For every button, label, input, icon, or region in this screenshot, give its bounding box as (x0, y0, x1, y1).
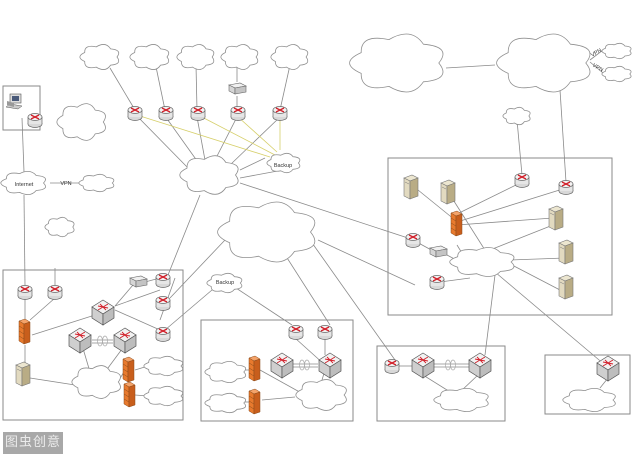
datacenter-box (387, 157, 613, 316)
router-top-1-icon (127, 105, 143, 122)
branch-2-box (200, 319, 354, 422)
switch-b2-b-icon (318, 352, 342, 379)
firewall-b2-b-icon (248, 388, 261, 415)
cloud-big-cloud-right (496, 33, 591, 93)
vpn-small-label-2: VPN (591, 63, 604, 74)
switch-b3-a-icon (411, 352, 435, 379)
cloud-backup-top (266, 152, 301, 174)
cloud-top-4 (220, 44, 259, 70)
cloud-top-2 (129, 44, 170, 70)
cloud-branch-2-c (295, 379, 347, 411)
router-dc-2-icon (558, 179, 574, 196)
switch-b3-b-icon (468, 352, 492, 379)
cloud-branch-2-b (204, 392, 247, 414)
links (21, 49, 609, 403)
backup-links (139, 115, 281, 158)
router-top-4-icon (230, 105, 246, 122)
cloud-internet (0, 171, 46, 195)
cloud-backup-mid (206, 272, 243, 294)
cloud-branch-2-a (204, 360, 247, 384)
switch-b4-icon (596, 355, 620, 382)
server-dc-5-icon (558, 274, 574, 300)
firewall-b1-b-icon (123, 381, 136, 408)
cloud-left-mid (56, 103, 106, 141)
cloud-small-left-upper (44, 216, 75, 238)
cloud-branch-3 (433, 388, 489, 412)
switch-b1-b-icon (113, 327, 137, 354)
server-b1-icon (15, 361, 31, 387)
cloud-small-right (502, 106, 531, 126)
vpn-small-label-1: VPN (590, 48, 603, 59)
router-dc-4-icon (429, 274, 445, 291)
router-top-5-icon (272, 105, 288, 122)
firewall-b1-a-icon (122, 356, 135, 383)
router-dc-3-icon (405, 232, 421, 249)
router-b2-2-icon (317, 324, 333, 341)
cloud-branch-4 (562, 388, 616, 412)
switch-b2-a-icon (270, 352, 294, 379)
cloud-core-center (217, 201, 316, 263)
router-b1-1-icon (17, 284, 33, 301)
cloud-remote-a (601, 42, 632, 60)
switch-b1-a-icon (68, 327, 92, 354)
workstation-box (2, 85, 41, 131)
server-dc-1-icon (403, 174, 419, 200)
router-b1-4-icon (155, 295, 171, 312)
router-b1-5-icon (155, 326, 171, 343)
router-workstation-icon (27, 112, 43, 129)
watermark: 图虫创意 (3, 432, 63, 454)
firewall-b2-a-icon (248, 355, 261, 382)
internet-label: Internet (15, 182, 34, 188)
server-dc-4-icon (558, 239, 574, 265)
hub-dc-icon (429, 245, 448, 258)
cloud-core-top (179, 155, 239, 195)
cloud-top-5 (270, 44, 309, 70)
switch-b1-core-icon (91, 299, 115, 326)
backup-label-top: Backup (274, 163, 292, 169)
hub-b1-icon (129, 275, 148, 288)
router-b1-2-icon (47, 284, 63, 301)
cloud-datacenter-cloud (449, 247, 515, 277)
router-top-2-icon (158, 105, 174, 122)
cloud-top-3 (176, 44, 215, 70)
backup-label-mid: Backup (216, 280, 234, 286)
cloud-branch-1-c (143, 385, 184, 407)
router-b2-1-icon (288, 324, 304, 341)
branch-3-box (376, 345, 506, 422)
link-aggregation-marks (97, 335, 456, 371)
firewall-b1-icon (18, 318, 31, 345)
vpn-label: VPN (60, 181, 71, 187)
router-b1-3-icon (155, 272, 171, 289)
router-b3-icon (384, 358, 400, 375)
cloud-branch-1-a (71, 365, 121, 399)
firewall-dc-icon (450, 210, 463, 237)
cloud-vpn-remote (78, 173, 115, 193)
branch-4-box (544, 354, 631, 415)
cloud-remote-b (601, 65, 632, 83)
router-top-3-icon (190, 105, 206, 122)
server-dc-2-icon (440, 179, 456, 205)
server-dc-3-icon (548, 205, 564, 231)
cloud-top-1 (79, 44, 120, 70)
workstation-icon (5, 93, 23, 110)
router-dc-1-icon (514, 172, 530, 189)
hub-top-icon (228, 82, 247, 95)
cloud-branch-1-b (143, 355, 184, 377)
cloud-big-cloud-left (349, 33, 444, 93)
branch-1-box (2, 269, 184, 421)
